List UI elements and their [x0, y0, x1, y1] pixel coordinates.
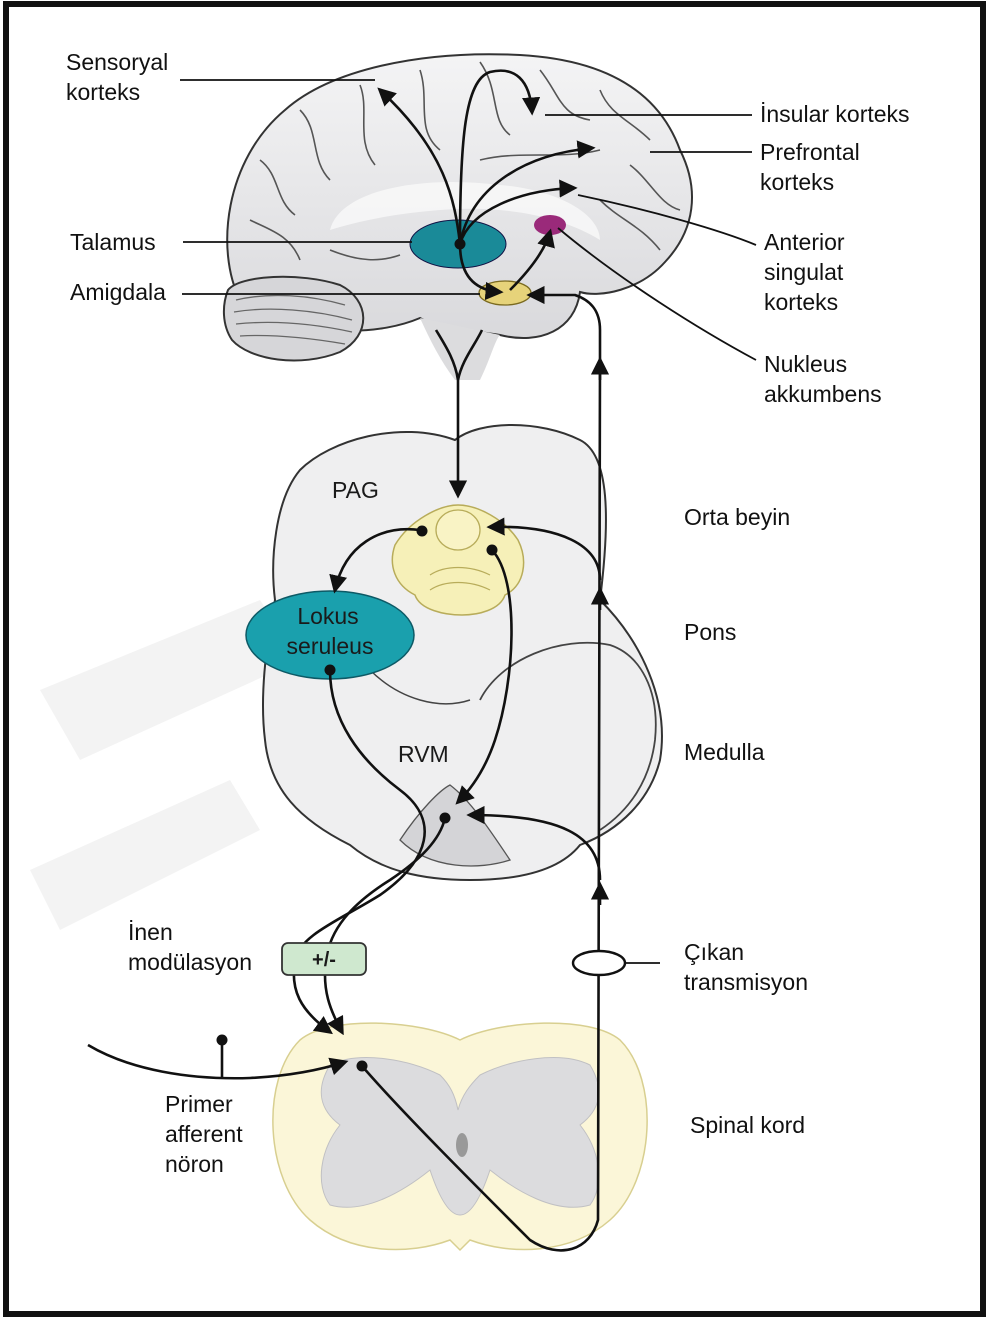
label-primer-1: Primer [165, 1091, 233, 1117]
label-spinal: Spinal kord [690, 1112, 805, 1138]
label-prefrontal-2: korteks [760, 169, 834, 195]
label-anterior-1: Anterior [764, 229, 845, 255]
label-rvm: RVM [398, 741, 449, 767]
label-inen-1: İnen [128, 919, 173, 945]
transmission-ring [573, 951, 625, 975]
label-anterior-2: singulat [764, 259, 844, 285]
label-inen-2: modülasyon [128, 949, 252, 975]
label-primer-3: nöron [165, 1151, 224, 1177]
label-amigdala: Amigdala [70, 279, 166, 305]
label-lokus-1: Lokus [297, 603, 358, 629]
label-orta-beyin: Orta beyin [684, 504, 790, 530]
label-medulla: Medulla [684, 739, 765, 765]
label-pons: Pons [684, 619, 736, 645]
spinal-cord [273, 1023, 647, 1250]
label-anterior-3: korteks [764, 289, 838, 315]
watermark-band [30, 780, 260, 930]
label-insular: İnsular korteks [760, 101, 910, 127]
plus-minus-label: +/- [312, 949, 336, 971]
label-prefrontal-1: Prefrontal [760, 139, 860, 165]
label-lokus-2: seruleus [287, 633, 374, 659]
brain [224, 54, 692, 380]
modulation-box: +/- [282, 943, 366, 975]
label-nukleus-2: akkumbens [764, 381, 882, 407]
cerebellum [224, 277, 363, 361]
amygdala-shape [479, 281, 531, 305]
label-talamus: Talamus [70, 229, 156, 255]
label-cikan-2: transmisyon [684, 969, 808, 995]
label-cikan-1: Çıkan [684, 939, 744, 965]
label-nukleus-1: Nukleus [764, 351, 847, 377]
label-sensoryal-1: Sensoryal [66, 49, 168, 75]
label-primer-2: afferent [165, 1121, 243, 1147]
label-pag: PAG [332, 477, 379, 503]
label-sensoryal-2: korteks [66, 79, 140, 105]
